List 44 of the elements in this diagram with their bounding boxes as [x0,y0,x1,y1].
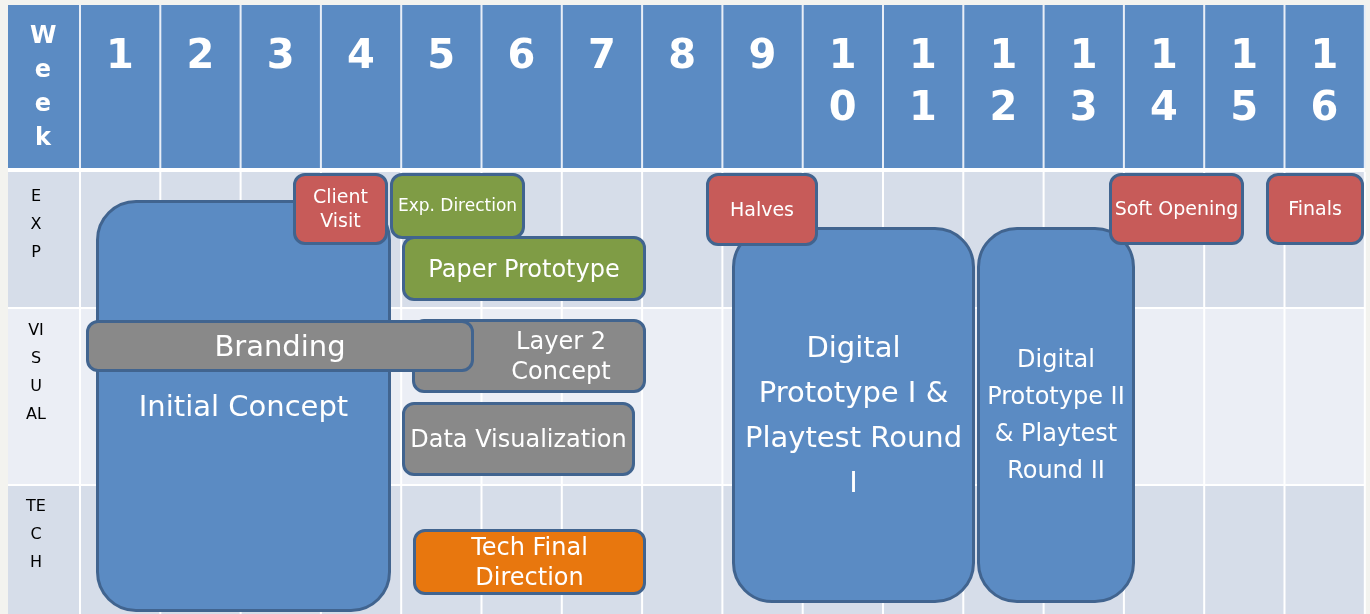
task-label: Tech Final Direction [470,532,589,592]
task-label: Soft Opening [1114,197,1239,221]
task-label: Digital Prototype I & Playtest Round I [743,329,964,501]
milestone-box [1109,173,1244,245]
week-number: 11 [908,30,938,131]
task-bar [977,227,1135,603]
week-number: 8 [667,30,697,79]
week-number: 4 [345,30,376,79]
week-number: 10 [827,30,858,131]
task-bar [413,529,646,595]
row-heading: VISUAL [26,319,46,425]
week-number: 14 [1148,30,1179,131]
task-label: Paper Prototype [428,253,620,284]
week-number: 3 [265,30,296,79]
task-bar [732,227,975,603]
task-label: Data Visualization [410,424,627,454]
task-label: Branding [214,327,346,365]
task-bar [402,402,635,476]
week-number: 7 [586,30,617,79]
week-number: 16 [1309,30,1340,131]
week-number: 13 [1068,30,1099,131]
column-heading: Week [30,20,56,153]
week-number: 2 [185,30,216,79]
task-label: Finals [1288,197,1342,221]
milestone-box [706,173,818,246]
week-number: 12 [988,30,1019,131]
week-number: 5 [426,30,457,79]
week-number: 6 [506,30,537,79]
task-bar [390,173,525,239]
milestone-box [293,173,388,245]
task-label: Layer 2 Concept [510,326,612,386]
milestone-box [1266,173,1364,245]
task-bar [86,320,474,372]
task-label: Halves [729,197,794,222]
task-label: Exp. Direction [397,195,518,217]
week-number: 1 [105,30,135,79]
task-label: Digital Prototype II & Playtest Round II [986,343,1126,487]
week-number: 15 [1229,30,1260,131]
task-label: Initial Concept [138,387,349,425]
row-heading: TECH [26,495,46,573]
row-heading: EXP [29,185,43,263]
task-bar [402,236,646,301]
week-number: 9 [747,30,778,79]
task-label: Client Visit [312,185,369,233]
